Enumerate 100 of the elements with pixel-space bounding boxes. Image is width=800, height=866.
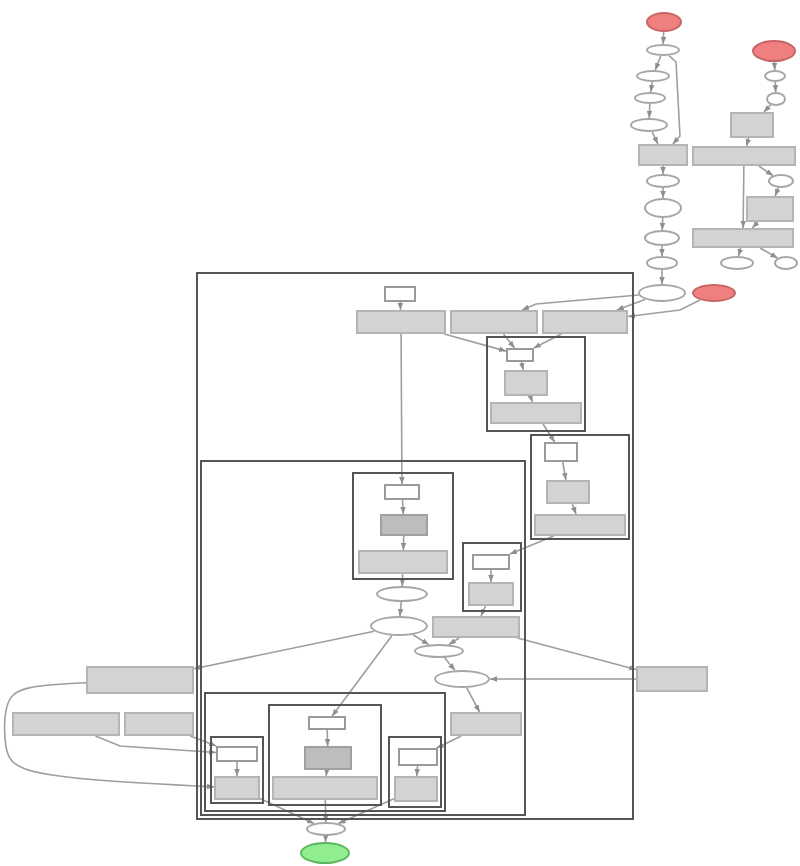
arrow: [234, 761, 240, 777]
arrow: [659, 245, 665, 257]
process-box: [432, 616, 520, 638]
arrow: [488, 569, 494, 583]
arrow: [94, 735, 217, 755]
cluster-frame: [268, 704, 382, 806]
arrow: [502, 333, 516, 349]
arrow: [646, 103, 653, 119]
arrow: [435, 735, 463, 749]
process-box: [638, 144, 688, 166]
arrow: [527, 394, 534, 403]
arrow: [189, 735, 217, 747]
process-box: [304, 746, 352, 770]
oval-node: [646, 256, 678, 270]
oval-node: [766, 92, 786, 106]
oval-node: [646, 12, 682, 32]
process-box: [692, 146, 796, 166]
arrow: [659, 269, 665, 285]
arrow: [561, 461, 568, 481]
arrow: [542, 423, 556, 443]
arrow: [740, 165, 746, 229]
process-box: [358, 550, 448, 574]
process-box: [636, 666, 708, 692]
oval-node: [634, 92, 666, 104]
arrow: [774, 187, 781, 197]
oval-node: [646, 44, 680, 56]
arrow: [399, 333, 405, 485]
process-box: [542, 310, 628, 334]
arrow: [571, 503, 577, 515]
process-box: [394, 776, 438, 802]
oval-node: [370, 616, 428, 636]
process-box: [692, 228, 794, 248]
arrow: [627, 299, 701, 319]
oval-node: [774, 256, 798, 270]
arrow: [337, 798, 395, 825]
arrow: [331, 634, 393, 717]
arrow: [521, 294, 640, 311]
process-box: [384, 484, 420, 500]
oval-node: [376, 586, 428, 602]
cluster-frame: [196, 272, 634, 820]
process-box: [746, 196, 794, 222]
arrow: [489, 676, 637, 682]
oval-node: [764, 70, 786, 82]
arrow: [400, 499, 406, 515]
arrow: [654, 55, 662, 71]
arrow: [465, 687, 481, 713]
oval-node: [644, 198, 682, 218]
cluster-frame: [462, 542, 522, 612]
arrow: [322, 799, 329, 823]
process-box: [86, 666, 194, 694]
process-box: [730, 112, 774, 138]
arrow: [443, 333, 507, 352]
cluster-frame: [530, 434, 630, 540]
arrow: [772, 81, 779, 93]
arrow: [771, 61, 778, 71]
process-box: [272, 776, 378, 800]
process-box: [214, 776, 260, 800]
arrow: [651, 131, 659, 145]
oval-node: [434, 670, 490, 688]
process-box: [380, 514, 428, 536]
oval-node: [638, 284, 686, 302]
oval-node: [692, 284, 736, 302]
arrow: [324, 729, 331, 747]
cluster-frame: [200, 460, 526, 816]
cluster-frame: [204, 692, 446, 812]
arrow: [649, 81, 655, 93]
arrow: [509, 535, 555, 555]
process-box: [544, 442, 578, 462]
arrow: [414, 765, 421, 777]
arrow: [660, 31, 667, 45]
arrow: [412, 633, 430, 646]
oval-node: [630, 118, 668, 132]
process-box: [490, 402, 582, 424]
arrow: [443, 657, 456, 672]
process-box: [506, 348, 534, 362]
oval-node: [646, 174, 680, 188]
arrow: [400, 535, 407, 551]
arrow: [516, 637, 637, 671]
arrow: [397, 601, 404, 617]
cluster-frame: [388, 736, 442, 808]
arrow: [745, 137, 752, 147]
arrow: [660, 165, 666, 175]
process-box: [216, 746, 258, 762]
arrow: [3, 681, 215, 790]
oval-node: [768, 174, 794, 188]
arrow: [259, 797, 315, 825]
oval-node: [300, 842, 350, 864]
arrow: [763, 104, 772, 113]
cluster-frame: [486, 336, 586, 432]
arrow: [399, 573, 406, 587]
arrow: [324, 768, 330, 777]
process-box: [308, 716, 346, 730]
arrow: [322, 834, 329, 843]
process-box: [398, 748, 438, 766]
process-box: [468, 582, 514, 606]
arrow: [397, 301, 404, 311]
process-box: [124, 712, 194, 736]
arrow: [533, 333, 563, 349]
arrow: [519, 361, 525, 371]
oval-node: [414, 644, 464, 658]
